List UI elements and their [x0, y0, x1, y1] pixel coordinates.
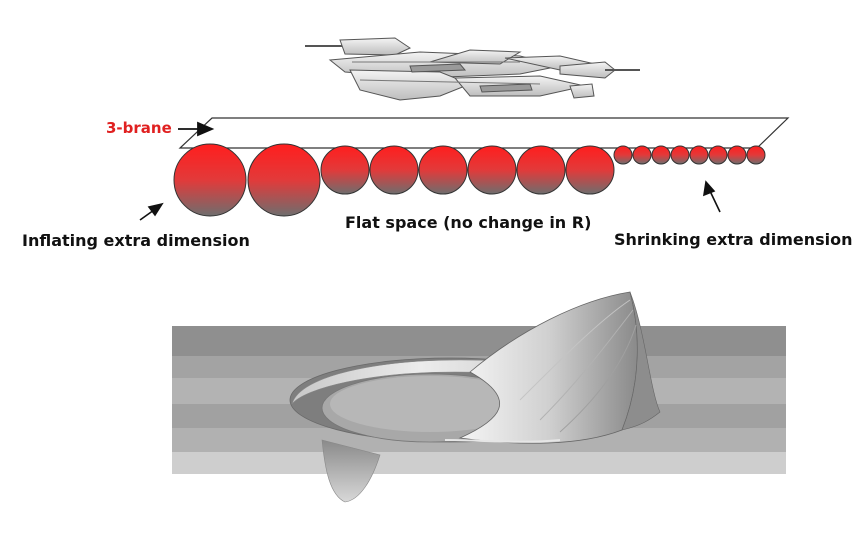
shrinking-arrow — [702, 180, 721, 213]
brane-label: 3-brane — [106, 119, 172, 137]
sphere-flat — [369, 145, 419, 195]
sphere-flat — [467, 145, 517, 195]
warp-bubble-surface — [172, 291, 786, 503]
shrinking-label: Shrinking extra dimension — [614, 230, 853, 249]
inflating-arrow — [139, 202, 164, 221]
sphere-shrinking — [613, 145, 633, 165]
sphere-flat — [418, 145, 468, 195]
inflating-label: Inflating extra dimension — [22, 231, 250, 250]
sphere-shrinking — [727, 145, 747, 165]
sphere-shrinking — [708, 145, 728, 165]
flat-space-label: Flat space (no change in R) — [345, 213, 592, 232]
sphere-flat — [565, 145, 615, 195]
sphere-inflating-medium — [247, 143, 321, 217]
sphere-shrinking — [632, 145, 652, 165]
sphere-flat — [516, 145, 566, 195]
sphere-shrinking — [746, 145, 766, 165]
sphere-shrinking — [689, 145, 709, 165]
brane-plane — [178, 117, 790, 149]
sphere-shrinking — [670, 145, 690, 165]
sphere-flat — [320, 145, 370, 195]
spaceship-illustration — [305, 37, 640, 101]
brane-arrow — [178, 121, 215, 137]
sphere-shrinking — [651, 145, 671, 165]
extra-dimension-spheres — [173, 143, 766, 217]
sphere-inflating-large — [173, 143, 247, 217]
